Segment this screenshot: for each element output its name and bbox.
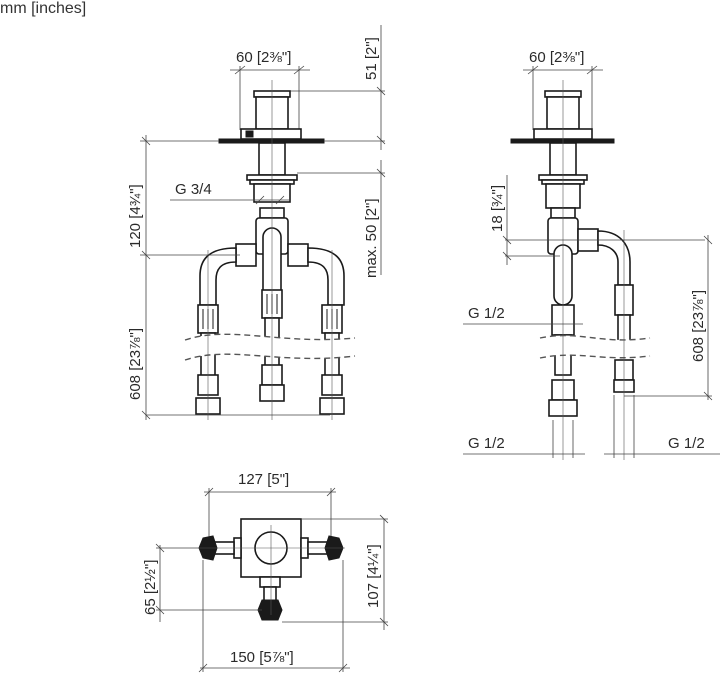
front-max-label: max. 50 [2"] [363, 198, 380, 278]
front-width-label: 60 [2⅜"] [236, 49, 291, 66]
top-spacing-label: 127 [5"] [238, 471, 289, 488]
front-top-height-label: 51 [2"] [363, 37, 380, 80]
top-overall-label: 150 [5⅞"] [230, 649, 294, 666]
side-thread-mid-label: G 1/2 [468, 305, 505, 322]
front-hose-length-label: 608 [23⅞"] [127, 328, 144, 400]
front-thread-label: G 3/4 [175, 181, 212, 198]
side-view: 60 [2⅜"] 18 [¾"] [463, 49, 720, 460]
front-view: 60 [2⅜"] 51 [2"] G 3/4 [127, 25, 386, 420]
side-thread-left-label: G 1/2 [468, 435, 505, 452]
side-width-label: 60 [2⅜"] [529, 49, 584, 66]
side-thread-right-label: G 1/2 [668, 435, 705, 452]
top-depth-label: 107 [4¼"] [365, 544, 382, 608]
side-hose-length-label: 608 [23⅞"] [690, 290, 707, 362]
side-offset-label: 18 [¾"] [489, 185, 506, 232]
top-view: 127 [5"] 107 [4¼"] 65 [2½"] 150 [5⅞"] [142, 471, 389, 673]
front-upper-length-label: 120 [4¾"] [127, 184, 144, 248]
units-label: mm [inches] [0, 0, 87, 17]
top-offset-label: 65 [2½"] [142, 560, 159, 615]
